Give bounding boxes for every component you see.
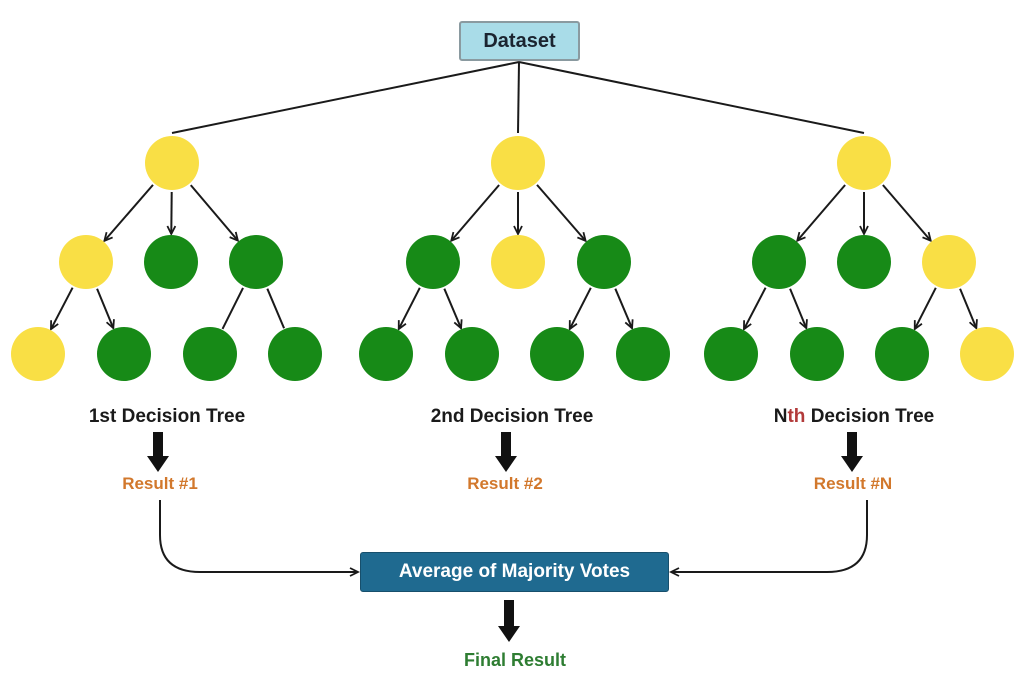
tree-1-level2-node xyxy=(183,327,237,381)
tree-3-level1-node xyxy=(837,235,891,289)
result-n-to-aggregate-connector xyxy=(668,500,868,577)
tree-3-root-edge-3 xyxy=(882,184,933,243)
tree-2-edge xyxy=(614,288,634,331)
tree-3-edge xyxy=(959,288,978,330)
aggregate-to-final-arrow-icon xyxy=(498,600,520,642)
tree-1-title: 1st Decision Tree xyxy=(88,406,246,427)
tree-2-edge xyxy=(443,288,463,331)
tree-1-edge xyxy=(266,288,285,329)
tree-n-title: Nth Decision Tree xyxy=(774,406,935,428)
tree-2-level2-node xyxy=(616,327,670,381)
tree-2-edge xyxy=(397,287,421,331)
result-1-to-aggregate-connector xyxy=(159,500,361,577)
tree-3-level2-node xyxy=(704,327,758,381)
result-n-label: Result #N xyxy=(813,474,893,493)
tree-2-level2-node xyxy=(445,327,499,381)
tree-2-level1-node xyxy=(406,235,460,289)
dataset-box: Dataset xyxy=(459,21,580,61)
tree-1-edge xyxy=(50,287,74,331)
result-2-label: Result #2 xyxy=(467,474,543,493)
tree-1-level2-node xyxy=(268,327,322,381)
final-result-label: Final Result xyxy=(463,650,567,670)
aggregate-box: Average of Majority Votes xyxy=(360,552,669,592)
tree-3-edge xyxy=(743,287,767,331)
dataset-to-tree-3-edge xyxy=(518,61,865,134)
tree-2-root-edge-1 xyxy=(449,184,500,243)
dataset-to-tree-1-edge xyxy=(171,61,520,134)
tree-3-level1-node xyxy=(922,235,976,289)
tree-2-level1-node xyxy=(577,235,631,289)
tree-1-level2-node xyxy=(97,327,151,381)
tree-1-to-result-arrow-icon xyxy=(147,432,169,472)
tree-2-level2-node xyxy=(530,327,584,381)
tree-1-root-edge-1 xyxy=(103,184,154,243)
tree-2-edge xyxy=(568,287,592,331)
tree-3-level2-node xyxy=(790,327,844,381)
tree-n-rest: Decision Tree xyxy=(805,406,935,427)
tree-1-edge xyxy=(96,288,115,330)
tree-3-root-node xyxy=(837,136,891,190)
tree-3-edge xyxy=(789,288,808,330)
tree-1-level1-node xyxy=(229,235,283,289)
tree-1-level2-node xyxy=(11,327,65,381)
tree-3-level2-node xyxy=(875,327,929,381)
result-1-label: Result #1 xyxy=(122,474,198,493)
tree-3-level2-node xyxy=(960,327,1014,381)
tree-1-root-node xyxy=(145,136,199,190)
tree-1-root-edge-3 xyxy=(189,184,240,243)
tree-2-level2-node xyxy=(359,327,413,381)
tree-n-accent: th xyxy=(787,406,806,427)
tree-1-level1-node xyxy=(59,235,113,289)
tree-1-edge xyxy=(221,287,244,330)
tree-2-root-node xyxy=(491,136,545,190)
tree-3-level1-node xyxy=(752,235,806,289)
tree-1-level1-node xyxy=(144,235,198,289)
tree-3-edge xyxy=(913,287,937,331)
dataset-to-tree-2-edge xyxy=(517,61,520,134)
tree-2-title: 2nd Decision Tree xyxy=(430,406,594,427)
dataset-label: Dataset xyxy=(483,29,556,52)
aggregate-label: Average of Majority Votes xyxy=(398,561,631,582)
tree-2-level1-node xyxy=(491,235,545,289)
tree-2-to-result-arrow-icon xyxy=(495,432,517,472)
tree-n-prefix: N xyxy=(773,406,788,427)
tree-2-root-edge-3 xyxy=(536,184,587,243)
tree-n-to-result-arrow-icon xyxy=(841,432,863,472)
tree-3-root-edge-1 xyxy=(795,184,846,243)
